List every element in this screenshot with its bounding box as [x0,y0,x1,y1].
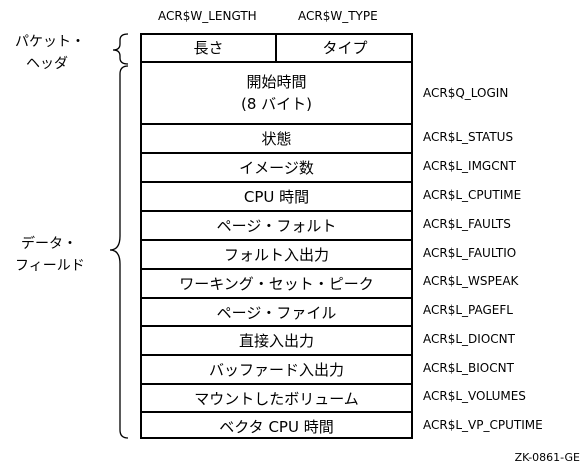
page-faults-cell: ページ・フォルト [216,217,337,235]
row-separator [140,152,413,154]
row-separator [140,181,413,183]
header-divider [275,33,277,63]
row-separator [140,210,413,212]
row-separator [140,325,413,327]
row-separator [140,411,413,413]
field-name-status: ACR$L_STATUS [423,130,514,144]
vector-cpu-time-cell: ベクタ CPU 時間 [219,417,334,436]
length-cell: 長さ [193,39,224,57]
login-time-size: (8 バイト) [240,95,313,113]
direct-io-cell: 直接入出力 [238,332,314,350]
data-field-label: データ・ フィールド [15,233,85,277]
data-brace [109,65,129,439]
row-separator [140,354,413,356]
field-name-vp-cputime: ACR$L_VP_CPUTIME [423,418,543,432]
group-braces [109,33,129,439]
header-brace [112,33,129,65]
field-name-imgcnt: ACR$L_IMGCNT [423,159,516,173]
field-name-wspeak: ACR$L_WSPEAK [423,274,519,288]
field-name-volumes: ACR$L_VOLUMES [423,389,526,403]
login-time-cell: 開始時間 (8 バイト) [140,63,413,123]
row-separator [140,239,413,241]
image-count-cell: イメージ数 [239,159,314,177]
row-separator [140,123,413,125]
row-separator [140,297,413,299]
packet-header-label-line1: パケット・ [15,34,85,50]
buffered-io-cell: バッファード入出力 [208,361,344,379]
field-name-diocnt: ACR$L_DIOCNT [423,332,515,346]
data-field-label-line2: フィールド [15,258,85,274]
type-field-label: ACR$W_TYPE [298,9,378,23]
status-cell: 状態 [261,130,292,148]
row-separator [140,268,413,270]
figure-id: ZK-0861-GE [514,451,580,464]
page-file-cell: ページ・ファイル [216,303,337,322]
ws-peak-cell: ワーキング・セット・ピーク [179,275,374,293]
volumes-cell: マウントしたボリューム [194,389,359,408]
row-separator [140,383,413,385]
field-name-faultio: ACR$L_FAULTIO [423,246,517,260]
field-name-faults: ACR$L_FAULTS [423,217,511,231]
field-name-pagefl: ACR$L_PAGEFL [423,303,513,317]
field-name-login: ACR$Q_LOGIN [423,86,509,100]
packet-header-label-line2: ヘッダ [26,56,68,72]
type-cell: タイプ [322,39,368,57]
packet-header-label: パケット・ ヘッダ [15,31,85,75]
data-field-label-line1: データ・ [21,236,77,252]
cpu-time-cell: CPU 時間 [243,188,310,206]
fault-io-cell: フォルト入出力 [223,246,329,264]
row-separator [140,61,413,63]
length-field-label: ACR$W_LENGTH [158,9,257,23]
field-name-biocnt: ACR$L_BIOCNT [423,361,514,375]
field-name-cputime: ACR$L_CPUTIME [423,188,522,202]
login-time-label: 開始時間 [246,73,307,91]
